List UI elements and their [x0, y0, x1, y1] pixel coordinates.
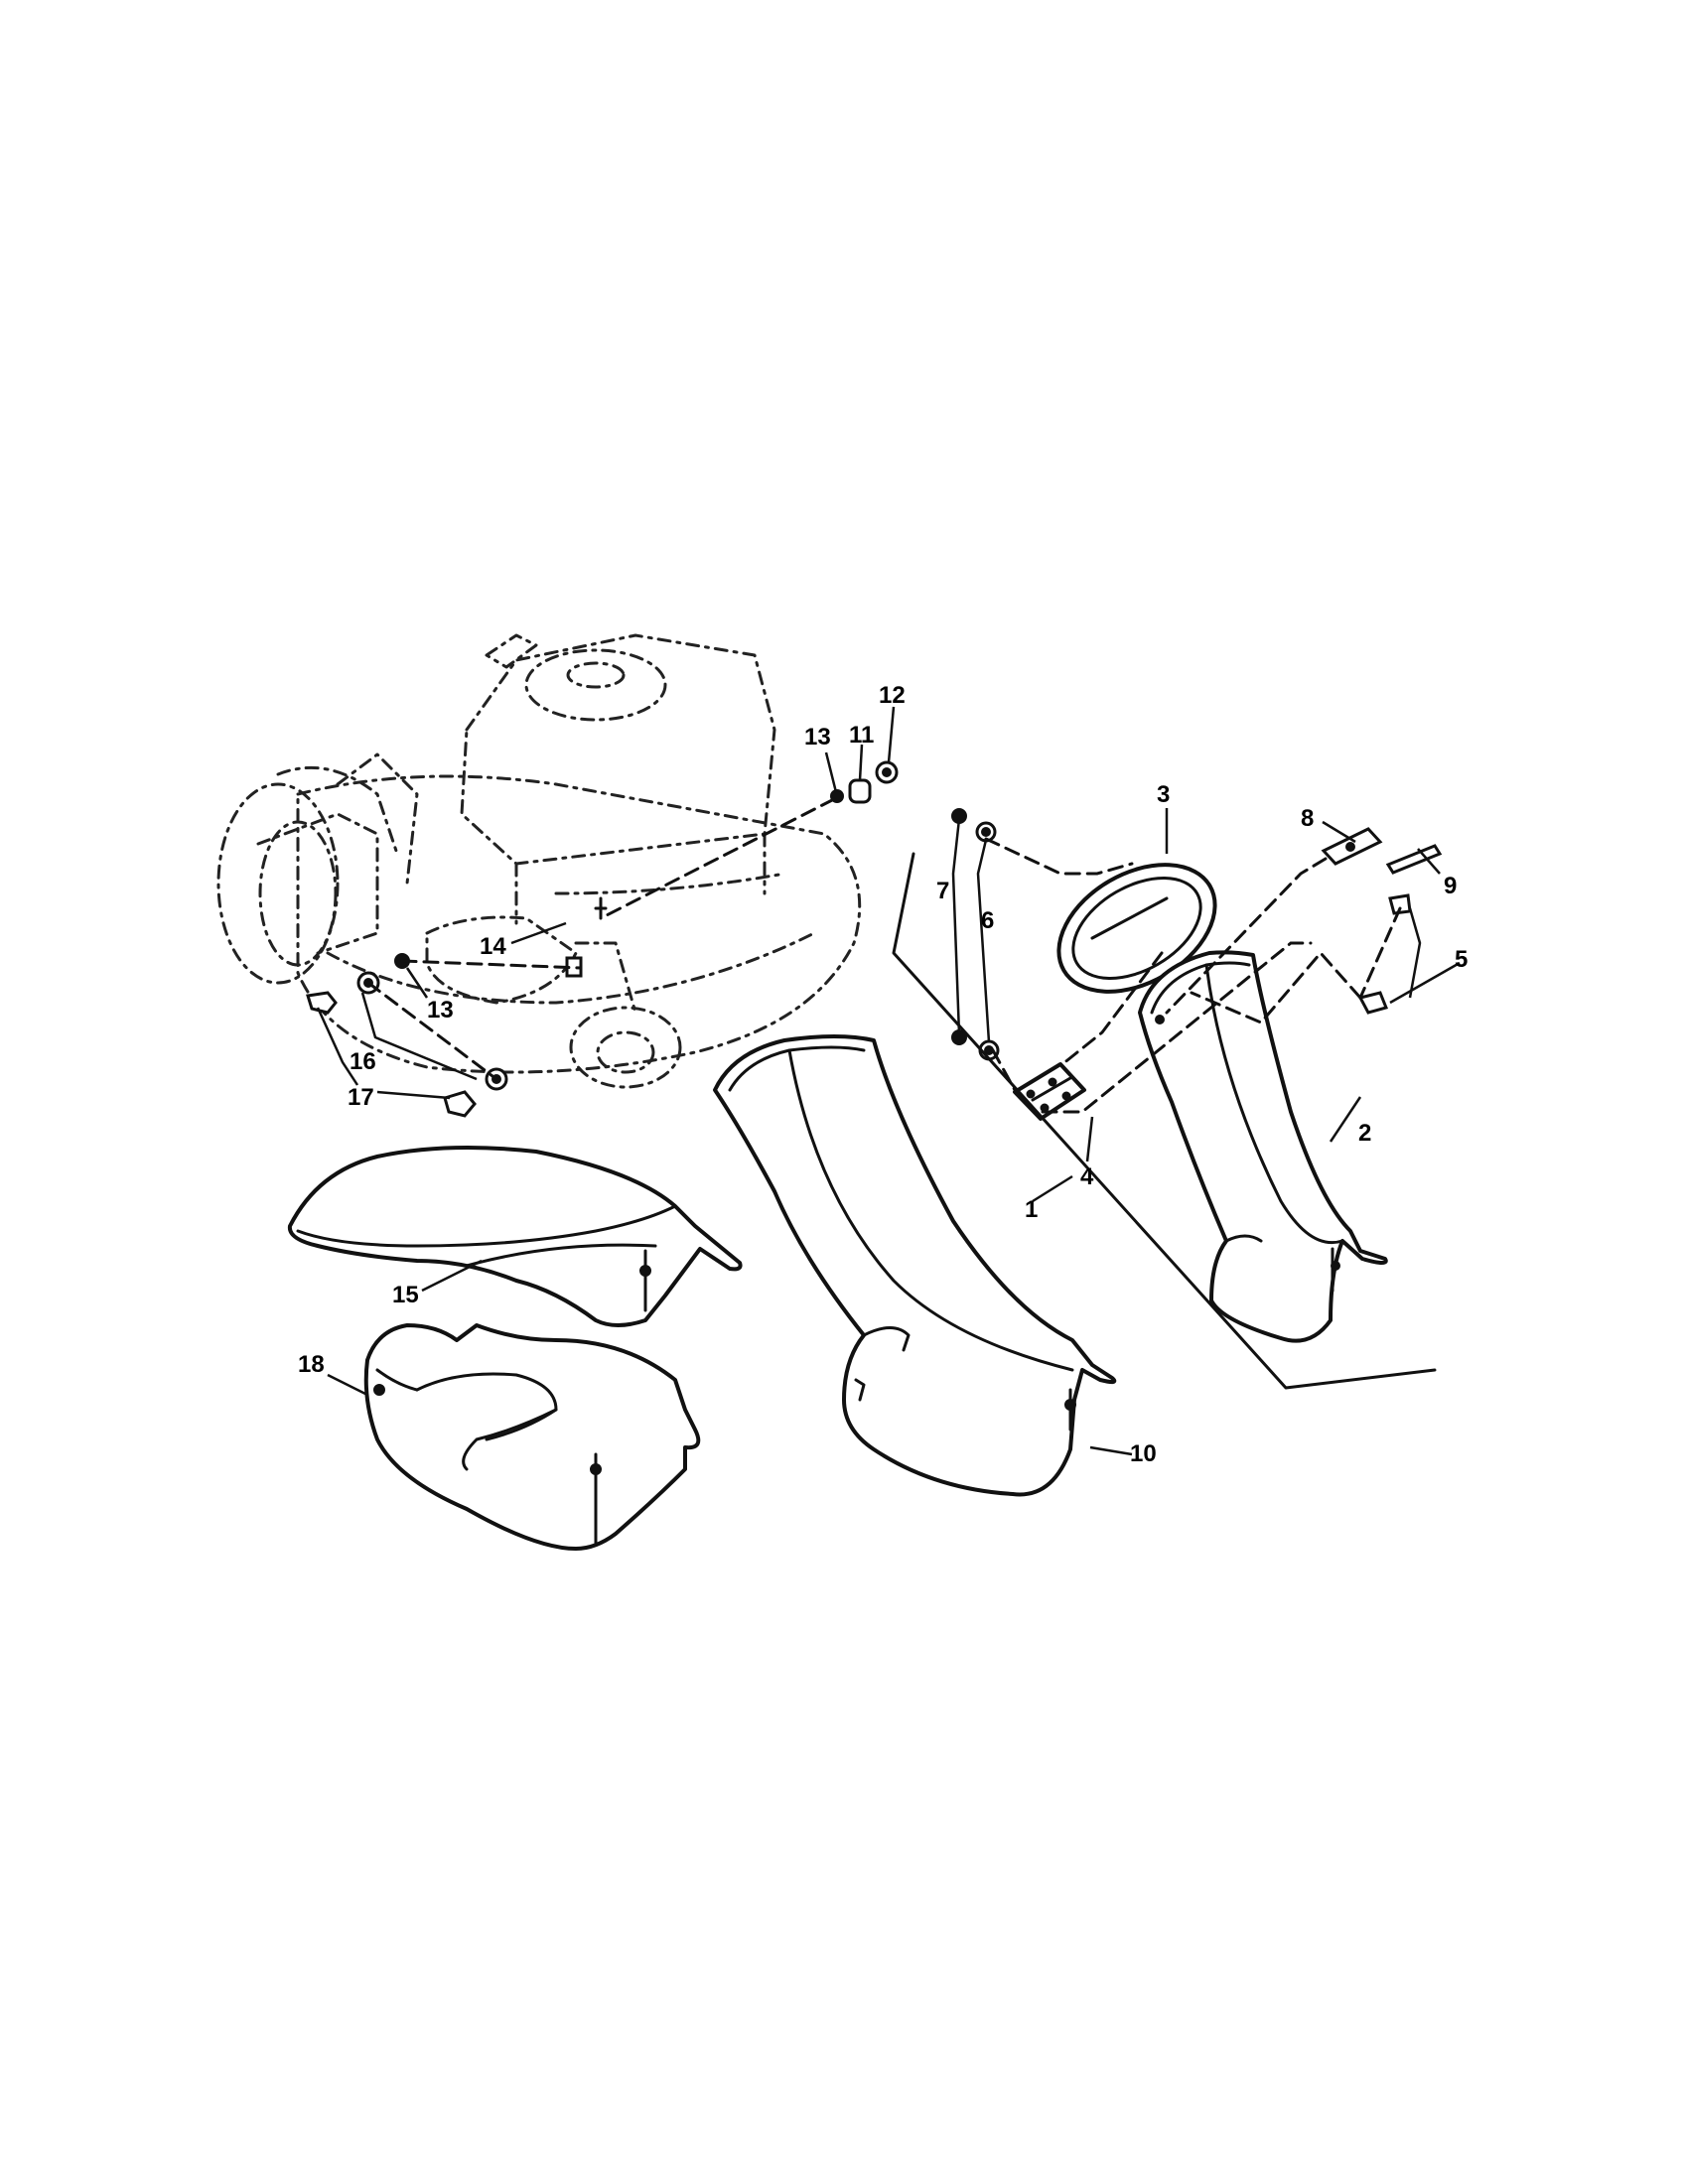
pin-9 — [1385, 844, 1443, 875]
assembly-bracket — [892, 852, 1437, 1390]
label-part-16: 16 — [350, 1048, 376, 1075]
callout-labels: 1 2 3 4 5 6 7 8 9 10 11 12 13 13 14 15 1… — [298, 682, 1468, 1467]
label-part-18: 18 — [298, 1351, 325, 1378]
label-part-6: 6 — [981, 907, 994, 934]
assembly-lines — [366, 797, 1402, 1114]
label-part-3: 3 — [1157, 781, 1170, 808]
deflector-18 — [363, 1323, 701, 1551]
label-part-1: 1 — [1025, 1196, 1038, 1223]
label-part-11: 11 — [849, 722, 874, 749]
label-part-17: 17 — [348, 1084, 374, 1111]
label-part-4: 4 — [1080, 1163, 1094, 1190]
chute-2 — [1138, 950, 1388, 1343]
label-part-2: 2 — [1358, 1120, 1371, 1147]
label-part-5: 5 — [1455, 946, 1468, 973]
spacer-11 — [848, 778, 872, 804]
leader-lines — [316, 706, 1461, 1456]
shield-15 — [287, 1146, 743, 1327]
label-part-13-upper: 13 — [804, 724, 831, 751]
screw-5-lower — [1357, 991, 1389, 1015]
label-part-7: 7 — [936, 878, 949, 904]
wing-nut-17 — [443, 1090, 477, 1118]
chute-1 — [713, 1034, 1117, 1497]
wing-nut-upper — [306, 991, 338, 1015]
label-part-12: 12 — [879, 682, 906, 709]
label-part-10: 10 — [1130, 1440, 1157, 1467]
label-part-13-lower: 13 — [427, 997, 454, 1024]
mower-phantom-outline — [216, 633, 862, 1089]
label-part-9: 9 — [1444, 873, 1457, 899]
label-part-14: 14 — [480, 933, 506, 960]
label-part-8: 8 — [1301, 805, 1314, 832]
label-part-15: 15 — [392, 1282, 419, 1308]
